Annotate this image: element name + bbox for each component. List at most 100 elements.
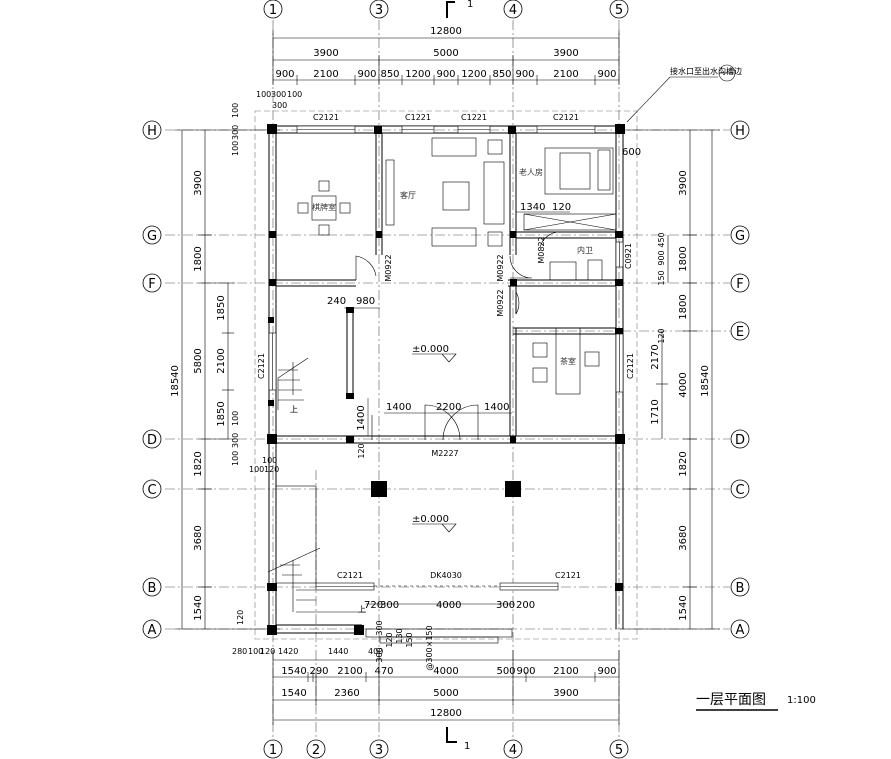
grid-label-right-f: F — [736, 277, 743, 292]
grid-label-bottom-5: 5 — [615, 743, 623, 758]
dim-right-bay-5: 1820 — [678, 451, 689, 476]
inner-dim-15: 200 — [516, 600, 535, 611]
dim-top-corner-4: 300 — [272, 101, 287, 110]
dim-top-detail-1: 900 — [275, 69, 294, 80]
door-label-1: M0922 — [384, 254, 393, 281]
dim-bottom-detail-3: 2100 — [337, 666, 362, 677]
stair-up-label: 上 — [290, 405, 298, 414]
grid-label-left-b: B — [148, 581, 157, 596]
note-leader — [626, 64, 736, 123]
grid-label-right-g: G — [735, 229, 745, 244]
furniture — [267, 137, 617, 644]
dim-bottom-detail-2: 290 — [309, 666, 328, 677]
door-label-5: M2227 — [431, 449, 458, 458]
grid-label-top-1: 1 — [269, 3, 277, 18]
inner-dim-lines — [344, 211, 570, 605]
door-label-3: M0822 — [537, 236, 546, 263]
window-label-2: C1221 — [405, 113, 431, 122]
grid-label-top-4: 4 — [509, 3, 517, 18]
grid-bubbles-top — [263, 0, 629, 19]
drawing-title: 一层平面图 — [696, 692, 766, 708]
dim-left-misc-1: 100 — [262, 456, 277, 465]
columns — [267, 124, 625, 635]
window-label-9: C0921 — [624, 243, 633, 269]
dim-top-corner-2: 300 — [271, 90, 286, 99]
inner-dim-3: 1340 — [520, 202, 545, 213]
room-label-elder: 老人房 — [519, 167, 543, 177]
grid-label-top-3: 3 — [375, 3, 383, 18]
room-label-tea: 茶室 — [560, 356, 576, 366]
inner-dim-2: 980 — [356, 296, 375, 307]
dim-top-bay-1: 3900 — [313, 48, 338, 59]
dim-right-detail-4: 120 — [657, 328, 666, 343]
dim-bottom-total: 12800 — [430, 708, 462, 719]
inner-dim-11: 720 — [364, 600, 383, 611]
dim-left-corner-top-3: 100 — [231, 103, 240, 118]
grid-label-right-b: B — [736, 581, 745, 596]
level-label-2: ±0.000 — [412, 514, 449, 525]
inner-dim-6: 1400 — [386, 402, 411, 413]
grid-label-bottom-4: 4 — [509, 743, 517, 758]
level-label-1: ±0.000 — [412, 344, 449, 355]
dim-left-corner-mid-2: 300 — [231, 433, 240, 448]
dim-top-corner-1: 100 — [256, 90, 271, 99]
grid-label-left-c: C — [147, 483, 156, 498]
dim-bottom-detail-7: 900 — [516, 666, 535, 677]
dim-lines-bottom — [272, 650, 620, 725]
dim-lines-right — [620, 129, 720, 630]
drawing-scale: 1:100 — [787, 695, 816, 706]
dim-bottom-row1-3: 120 — [260, 647, 275, 656]
section-mark-top-label: 1 — [467, 0, 473, 10]
inner-dim-8: 1400 — [484, 402, 509, 413]
door-label-2: M0922 — [496, 254, 505, 281]
dim-bottom-detail-8: 2100 — [553, 666, 578, 677]
eave-outline — [254, 110, 638, 640]
inner-dim-1: 240 — [327, 296, 346, 307]
dim-top-detail-10: 2100 — [553, 69, 578, 80]
inner-dim-21: @300×150 — [425, 625, 434, 670]
dim-left-misc-3: 120 — [264, 465, 279, 474]
grid-label-right-h: H — [735, 124, 745, 139]
dim-top-detail-5: 1200 — [405, 69, 430, 80]
window-label-6: C2121 — [626, 353, 635, 379]
door-label-4: M0922 — [496, 289, 505, 316]
dim-right-detail-6: 1710 — [650, 399, 661, 424]
inner-dim-16: 300 — [375, 620, 384, 635]
section-mark-top — [446, 1, 455, 18]
dim-right-detail-2: 450 — [657, 232, 666, 247]
inner-dim-17: 300 — [375, 647, 384, 662]
dim-right-bay-1: 3900 — [678, 170, 689, 195]
dim-top-detail-11: 900 — [597, 69, 616, 80]
room-label-bath: 内卫 — [577, 245, 593, 255]
inner-dim-10: 120 — [357, 443, 366, 458]
door-swings — [355, 231, 561, 441]
dim-bottom-detail-6: 500 — [496, 666, 515, 677]
axis-lines — [165, 20, 730, 742]
dim-bottom-row1-6: 400 — [368, 647, 383, 656]
dim-left-stair-2: 2100 — [216, 348, 227, 373]
dim-left-stair-1: 1850 — [216, 295, 227, 320]
section-mark-bottom — [446, 727, 457, 743]
dim-right-bay-6: 3680 — [678, 525, 689, 550]
window-label-1: C2121 — [313, 113, 339, 122]
dim-top-detail-7: 1200 — [461, 69, 486, 80]
dim-bottom-bay-2: 2360 — [334, 688, 359, 699]
dim-bottom-row1-1: 280 — [232, 647, 247, 656]
dim-left-corner-top-1: 100 — [231, 141, 240, 156]
dim-top-detail-3: 900 — [357, 69, 376, 80]
dim-top-corner-3: 100 — [287, 90, 302, 99]
dim-right-detail-1: 900 — [657, 250, 666, 265]
grid-label-right-a: A — [736, 623, 745, 638]
porch-stair-up-label: 上 — [358, 605, 366, 614]
dim-top-detail-2: 2100 — [313, 69, 338, 80]
dim-right-total: 18540 — [700, 365, 711, 397]
grid-label-right-e: E — [736, 325, 744, 340]
grid-label-bottom-2: 2 — [312, 743, 320, 758]
inner-dim-18: 120 — [385, 632, 394, 647]
dim-bottom-row1-4: 1420 — [278, 647, 298, 656]
grid-label-left-g: G — [147, 229, 157, 244]
note-text: 接水口至出水沟槽边 — [670, 66, 742, 76]
grid-label-top-5: 5 — [615, 3, 623, 18]
section-mark-bottom-label: 1 — [464, 741, 470, 752]
